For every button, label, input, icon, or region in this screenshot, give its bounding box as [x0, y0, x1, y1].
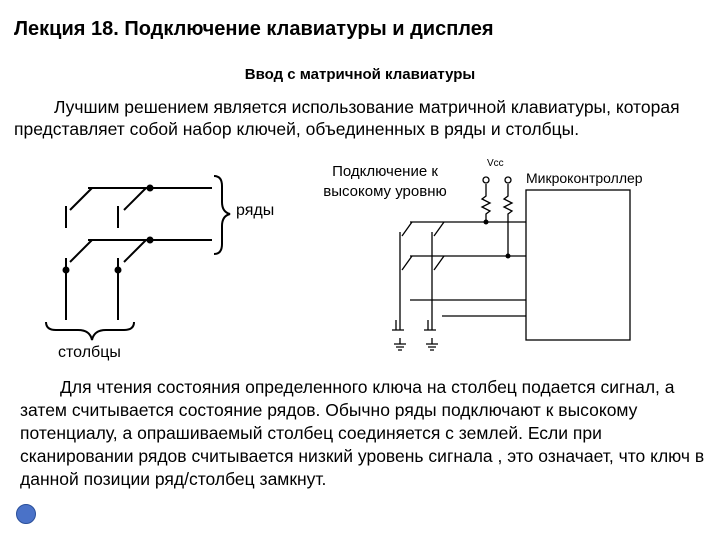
slide-title: Лекция 18. Подключение клавиатуры и дисп… [14, 18, 494, 40]
pullup-label: Подключение к высокому уровню [300, 162, 470, 202]
scan-paragraph-text: Для чтения состояния определенного ключа… [20, 377, 705, 489]
key-switch-3 [69, 239, 93, 263]
mcu-label: Микроконтроллер [526, 170, 643, 186]
columns-label: столбцы [58, 344, 121, 361]
pullup-resistor-1 [480, 184, 492, 222]
columns-brace [45, 321, 135, 341]
vcc-label: Vcc [487, 158, 504, 169]
pullup-resistor-2 [502, 184, 514, 222]
intro-paragraph: Лучшим решением является использование м… [14, 96, 704, 140]
slide-subtitle: Ввод с матричной клавиатуры [244, 66, 476, 83]
rows-label: ряды [236, 202, 275, 219]
ground-icon [426, 338, 438, 351]
ground-icon [394, 338, 406, 351]
slide-bullet-icon [16, 504, 36, 524]
left-matrix-diagram [45, 175, 231, 341]
right-circuit-diagram [392, 176, 631, 351]
pullup-label-line-2: высокому уровню [323, 183, 447, 200]
key-switch-2 [123, 187, 147, 211]
intro-paragraph-text: Лучшим решением является использование м… [14, 97, 680, 139]
pullup-label-line-1: Подключение к [332, 163, 438, 180]
scan-paragraph: Для чтения состояния определенного ключа… [20, 376, 710, 491]
microcontroller-box [525, 189, 631, 341]
key-switch-4 [123, 239, 147, 263]
left-matrix-nodes [62, 184, 154, 274]
key-switch-1 [69, 187, 93, 211]
rows-brace [213, 175, 231, 255]
right-circuit-nodes [483, 219, 511, 259]
